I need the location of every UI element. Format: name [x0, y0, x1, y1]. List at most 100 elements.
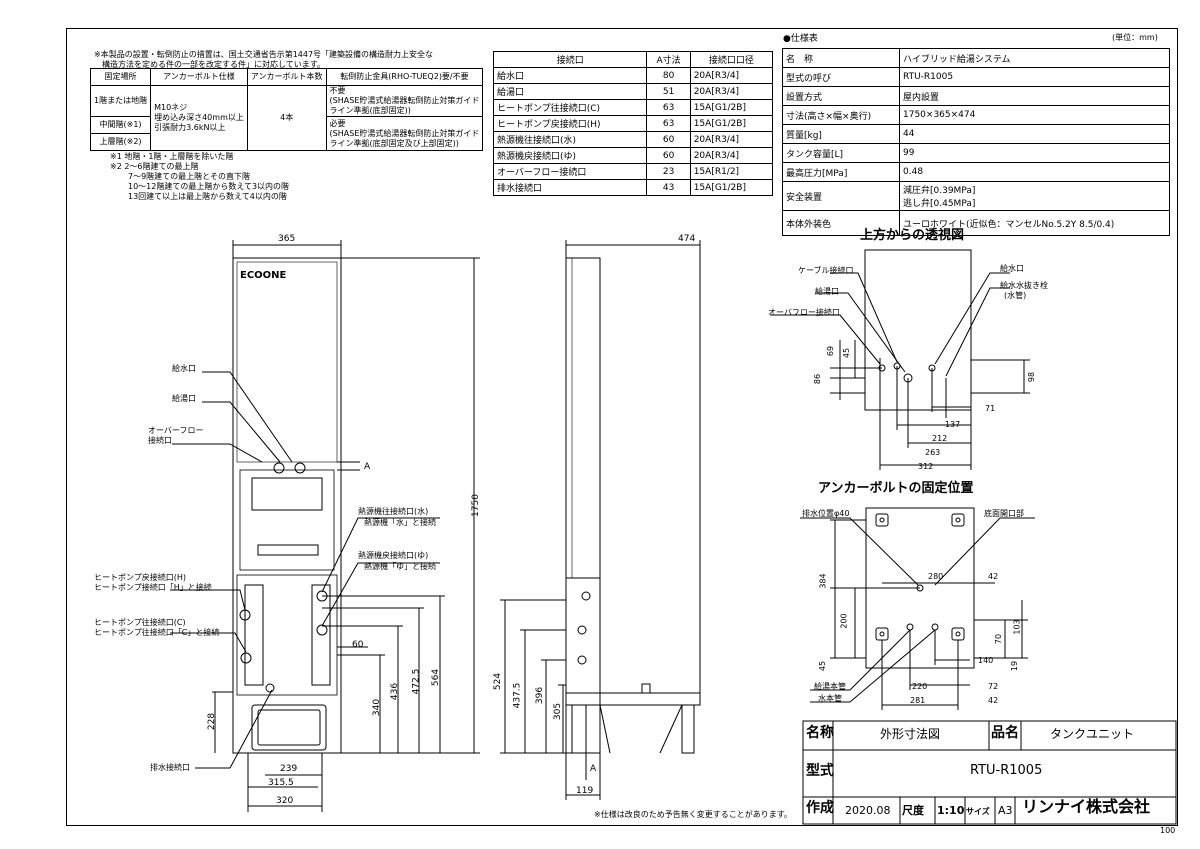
- anchor-view-title: アンカーボルトの固定位置: [818, 481, 974, 496]
- dim-a-side: A: [590, 764, 597, 774]
- anchor-label-drain: 排水位置φ40: [802, 509, 850, 518]
- label-water-in: 給水口: [172, 364, 196, 373]
- dim-228: 228: [207, 712, 218, 731]
- dim-top-98: 98: [1027, 371, 1037, 383]
- label-hp-h-2: ヒートポンプ接続口「H」と接続: [94, 583, 212, 592]
- label-hp-c-1: ヒートポンプ往接続口(C): [94, 618, 186, 627]
- side-body-outline: [565, 257, 601, 579]
- tb-name-value: 外形寸法図: [880, 727, 941, 741]
- dim-width: 365: [278, 234, 296, 244]
- anchor-label-water-pipe: 水本管: [818, 694, 842, 703]
- note-line-1: ※本製品の設置・転倒防止の措置は、国土交通省告示第1447号「建築設備の構造耐力…: [94, 50, 434, 59]
- tb-date: 2020.08: [845, 804, 891, 817]
- top-label-drain-valve-1: 給水水抜き栓: [1000, 281, 1048, 290]
- label-heat-yu-2: 熱源機「ゆ」と接続: [364, 562, 436, 571]
- footnote-4: 10～12階建ての最上階から数えて3以内の階: [128, 182, 290, 191]
- label-heat-yu-1: 熱源機戻接続口(ゆ): [358, 551, 429, 560]
- dim-top-71: 71: [985, 404, 996, 413]
- dim-4725: 472.5: [411, 668, 422, 695]
- tb-scale-label: 尺度: [902, 804, 924, 817]
- top-view-title: 上方からの透視図: [860, 228, 965, 243]
- dim-top-69: 69: [826, 345, 836, 357]
- req1-l2: (SHASE貯湯式給湯器転倒防止対策ガイド: [329, 96, 480, 105]
- dim-depth: 474: [678, 234, 696, 244]
- bolt-spec-1: M10ネジ: [154, 103, 188, 112]
- dim-top-312: 312: [918, 462, 934, 471]
- tb-item-value: タンクユニット: [1050, 727, 1135, 741]
- fix-req-2: 必要 (SHASE貯湯式給湯器転倒防止対策ガイド ライン準拠(底部固定及び上部固…: [325, 116, 484, 151]
- table-row: 質量[kg]44: [782, 124, 1170, 144]
- table-row: 本体外装色ユーロホワイト(近似色：マンセルNo.5.2Y 8.5/0.4): [782, 210, 1170, 236]
- table-row: 安全装置 減圧弁[0.39MPa]逃し弁[0.45MPa]: [782, 181, 1170, 211]
- dim-320: 320: [276, 796, 294, 806]
- front-body-outline: [232, 257, 342, 754]
- dim-a-front: A: [364, 462, 371, 472]
- fix-req-1: 不要 (SHASE貯湯式給湯器転倒防止対策ガイド ライン準拠(底部固定)): [325, 85, 484, 117]
- top-label-overflow: オーバフロー接続口: [768, 308, 840, 317]
- dim-239: 239: [280, 764, 298, 774]
- footnote-1: ※1 地階・1階・上層階を除いた階: [110, 152, 234, 161]
- footnote-3: 7～9階建ての最上階とその直下階: [128, 172, 250, 181]
- top-view-outline: [864, 249, 972, 411]
- dim-anc-280: 280: [928, 572, 944, 581]
- tb-made-label: 作成: [806, 800, 834, 816]
- table-row: 設置方式屋内設置: [782, 86, 1170, 106]
- dim-anc-19: 19: [1010, 660, 1020, 672]
- top-label-water: 給水口: [1000, 264, 1024, 273]
- dim-top-86: 86: [813, 373, 823, 385]
- page-number: 100: [1160, 826, 1176, 835]
- dim-436: 436: [390, 682, 401, 701]
- table-row: 最高圧力[MPa]0.48: [782, 162, 1170, 182]
- req2-l2: (SHASE貯湯式給湯器転倒防止対策ガイド: [329, 128, 480, 138]
- bolt-spec-3: 引張耐力3.6kN以上: [154, 123, 226, 132]
- bolt-spec-2: 埋め込み深さ40mm以上: [154, 113, 244, 122]
- tb-scale: 1:10: [937, 804, 965, 817]
- dim-anc-42a: 42: [988, 572, 999, 581]
- note-line-2: 構造方法を定める件の一部を改定する件」に対応しています。: [102, 60, 325, 69]
- spec-title: ●仕様表: [783, 34, 818, 44]
- req2-l1: 必要: [329, 118, 346, 128]
- dim-anc-281: 281: [910, 696, 926, 705]
- dim-anc-140: 140: [978, 656, 994, 665]
- dim-60: 60: [352, 640, 364, 650]
- tb-model-label: 型式: [806, 763, 834, 779]
- dim-height: 1750: [470, 494, 481, 517]
- fixing-table: 固定場所 アンカーボルト仕様 アンカーボルト本数 転倒防止金具(RHO-TUEQ…: [89, 68, 484, 151]
- fix-place-3: 上層階(※2): [89, 133, 152, 151]
- dim-top-212: 212: [932, 434, 948, 443]
- footer-note: ※仕様は改良のため予告無く変更することがあります。: [594, 810, 792, 819]
- footnote-5: 13回建て以上は最上階から数えて4以内の階: [128, 192, 287, 201]
- label-overflow-1: オーバーフロー: [148, 426, 204, 435]
- anchor-label-hot-pipe: 給湯本管: [814, 682, 846, 691]
- dim-4375: 437.5: [512, 682, 523, 709]
- drawing-frame: [66, 28, 1178, 826]
- tb-company: リンナイ株式会社: [1022, 797, 1151, 816]
- dim-396: 396: [535, 686, 546, 705]
- dim-anc-103: 103: [1012, 619, 1022, 635]
- dim-anc-384: 384: [818, 573, 828, 589]
- req2-l3: ライン準拠(底部固定及び上部固定)): [329, 138, 459, 148]
- fix-header-place: 固定場所: [89, 68, 152, 86]
- dim-564: 564: [431, 668, 442, 687]
- req1-l1: 不要: [329, 86, 346, 95]
- table-row: 寸法(高さ×幅×奥行)1750×365×474: [782, 105, 1170, 125]
- top-label-drain-valve-2: (水管): [1004, 291, 1027, 300]
- req1-l3: ライン準拠(底部固定)): [329, 106, 411, 115]
- dim-top-137: 137: [945, 420, 961, 429]
- dim-305: 305: [553, 702, 564, 721]
- top-label-hot: 給湯口: [815, 287, 839, 296]
- label-hot-out: 給湯口: [172, 394, 196, 403]
- spec-unit: (単位：mm): [1112, 33, 1158, 42]
- label-overflow-2: 接続口: [148, 436, 172, 445]
- dim-anc-72: 72: [988, 682, 999, 691]
- label-heat-water-1: 熱源機往接続口(水): [358, 507, 429, 516]
- top-label-cable: ケーブル接続口: [798, 266, 854, 275]
- tb-model-value: RTU-R1005: [970, 763, 1043, 778]
- footnote-2: ※2 2～6階建ての最上階: [110, 162, 199, 171]
